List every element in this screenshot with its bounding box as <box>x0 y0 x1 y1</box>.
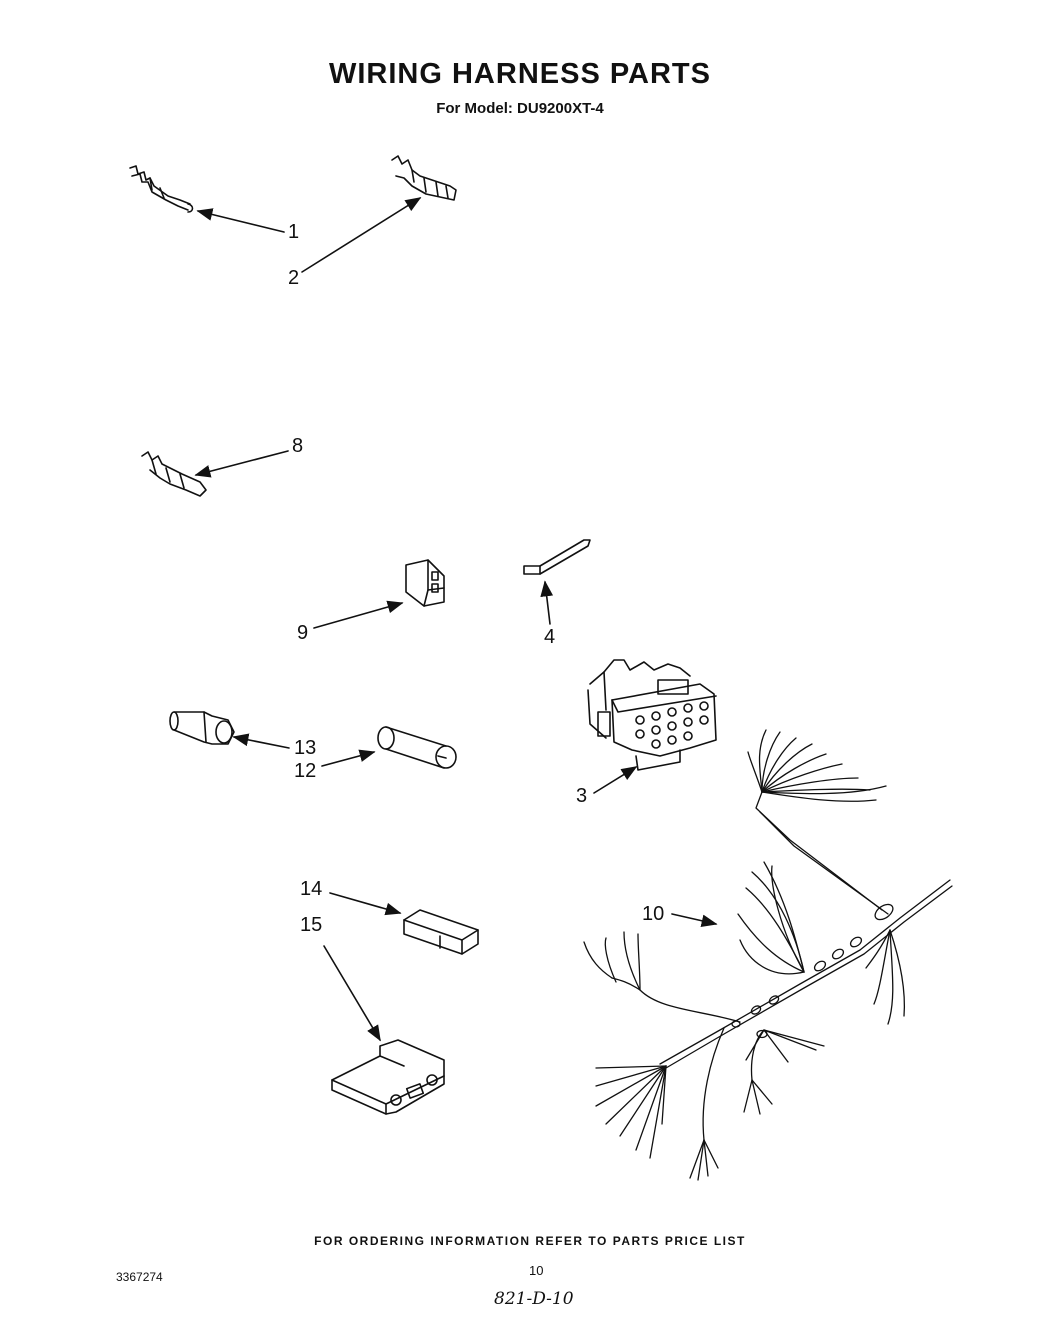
callout-14: 14 <box>300 878 323 900</box>
leader-10 <box>671 913 718 928</box>
leader-14 <box>329 892 402 916</box>
page-title: WIRING HARNESS PARTS <box>329 58 711 90</box>
callout-8: 8 <box>292 435 304 457</box>
leader-13 <box>232 733 290 749</box>
handwritten-code: 821-D-10 <box>494 1289 574 1309</box>
callout-13: 13 <box>294 737 317 759</box>
callout-15: 15 <box>300 914 323 936</box>
leader-15 <box>323 945 381 1042</box>
part-15-housing <box>331 1039 445 1115</box>
part-8-terminal <box>141 451 207 497</box>
part-12-sleeve <box>377 726 457 769</box>
callout-4: 4 <box>544 626 556 648</box>
part-4-cable-tie <box>523 539 591 575</box>
part-14-clip <box>403 909 479 955</box>
page-number: 10 <box>529 1263 544 1278</box>
leader-1 <box>196 208 285 233</box>
callout-2: 2 <box>288 267 300 289</box>
part-3-connector <box>587 659 717 771</box>
callout-1: 1 <box>288 221 300 243</box>
part-1-terminal <box>129 165 194 213</box>
part-2-terminal <box>391 155 457 201</box>
callout-12: 12 <box>294 760 317 782</box>
leader-8 <box>194 450 289 478</box>
document-number: 3367274 <box>116 1270 163 1284</box>
part-13-ferrule <box>169 711 235 745</box>
part-9-connector <box>405 559 445 607</box>
leader-9 <box>313 600 404 629</box>
leader-12 <box>321 749 376 767</box>
callout-9: 9 <box>297 622 309 644</box>
model-subtitle: For Model: DU9200XT-4 <box>436 100 604 117</box>
part-10-wiring-harness <box>583 729 953 1181</box>
leader-4 <box>540 580 554 625</box>
callout-10: 10 <box>642 903 665 925</box>
ordering-note: FOR ORDERING INFORMATION REFER TO PARTS … <box>314 1234 746 1248</box>
callout-3: 3 <box>576 785 588 807</box>
leader-2 <box>301 197 422 273</box>
leader-3 <box>593 766 638 794</box>
